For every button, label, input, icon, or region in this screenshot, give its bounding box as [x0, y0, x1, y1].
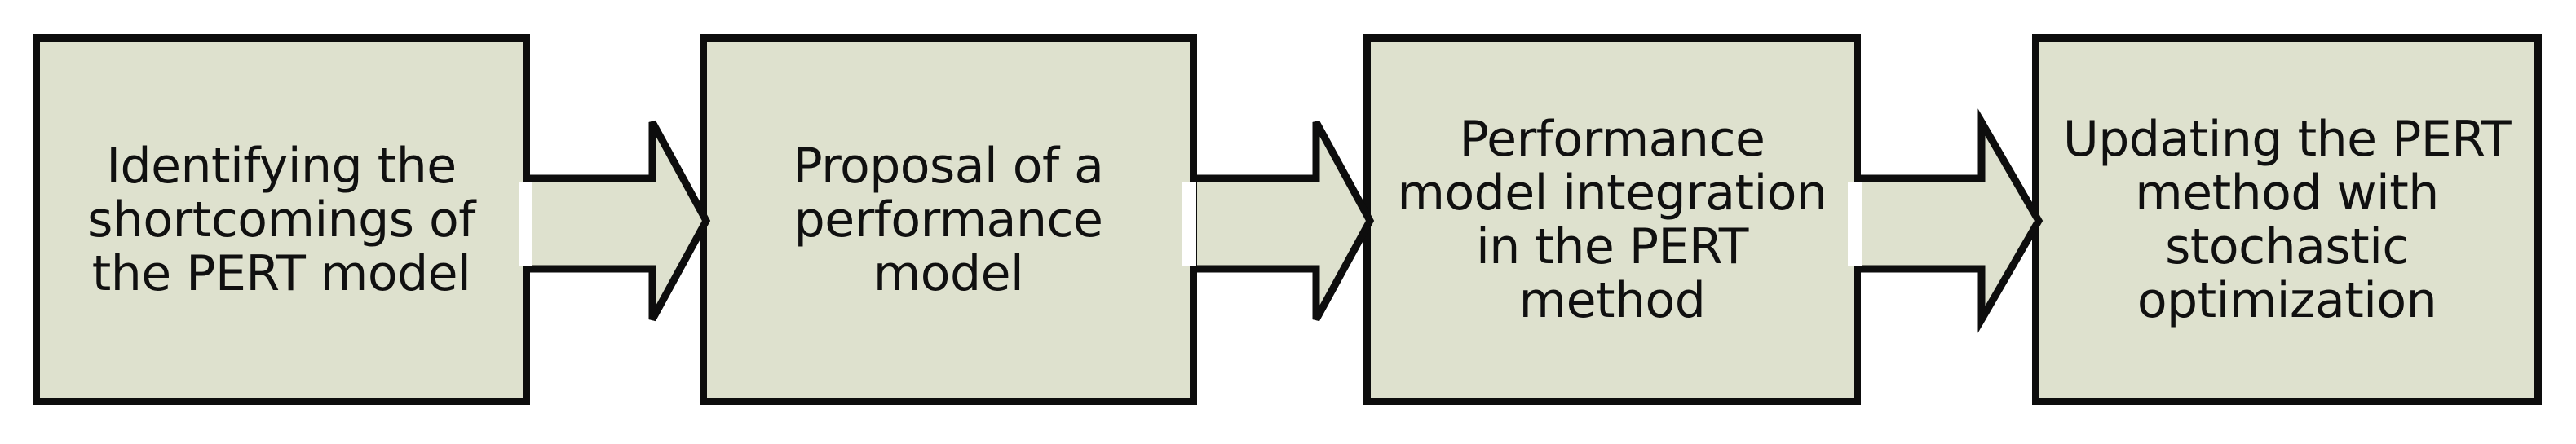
arrow-step3-to-step4-head — [1977, 116, 2044, 326]
arrow-step2-to-step3-tail-notch — [1182, 182, 1196, 266]
process-step-1-box[interactable]: Identifying the shortcomings of the PERT… — [33, 34, 530, 405]
process-step-2-box[interactable]: Proposal of a performance model — [700, 34, 1197, 405]
process-step-3-box[interactable]: Performance model integration in the PER… — [1363, 34, 1861, 405]
arrow-step1-to-step2-tail-notch — [519, 182, 532, 266]
process-step-4-box[interactable]: Updating the PERT method with stochastic… — [2032, 34, 2542, 405]
process-step-2-label: Proposal of a performance model — [793, 137, 1104, 302]
arrow-step1-to-step2-head — [648, 120, 711, 322]
process-step-1-label: Identifying the shortcomings of the PERT… — [87, 137, 475, 302]
process-step-4-label: Updating the PERT method with stochastic… — [2062, 110, 2512, 329]
process-step-3-label: Performance model integration in the PER… — [1397, 110, 1828, 329]
arrow-step3-to-step4-tail-notch — [1848, 182, 1862, 266]
arrow-step2-to-step3-head — [1312, 120, 1375, 322]
